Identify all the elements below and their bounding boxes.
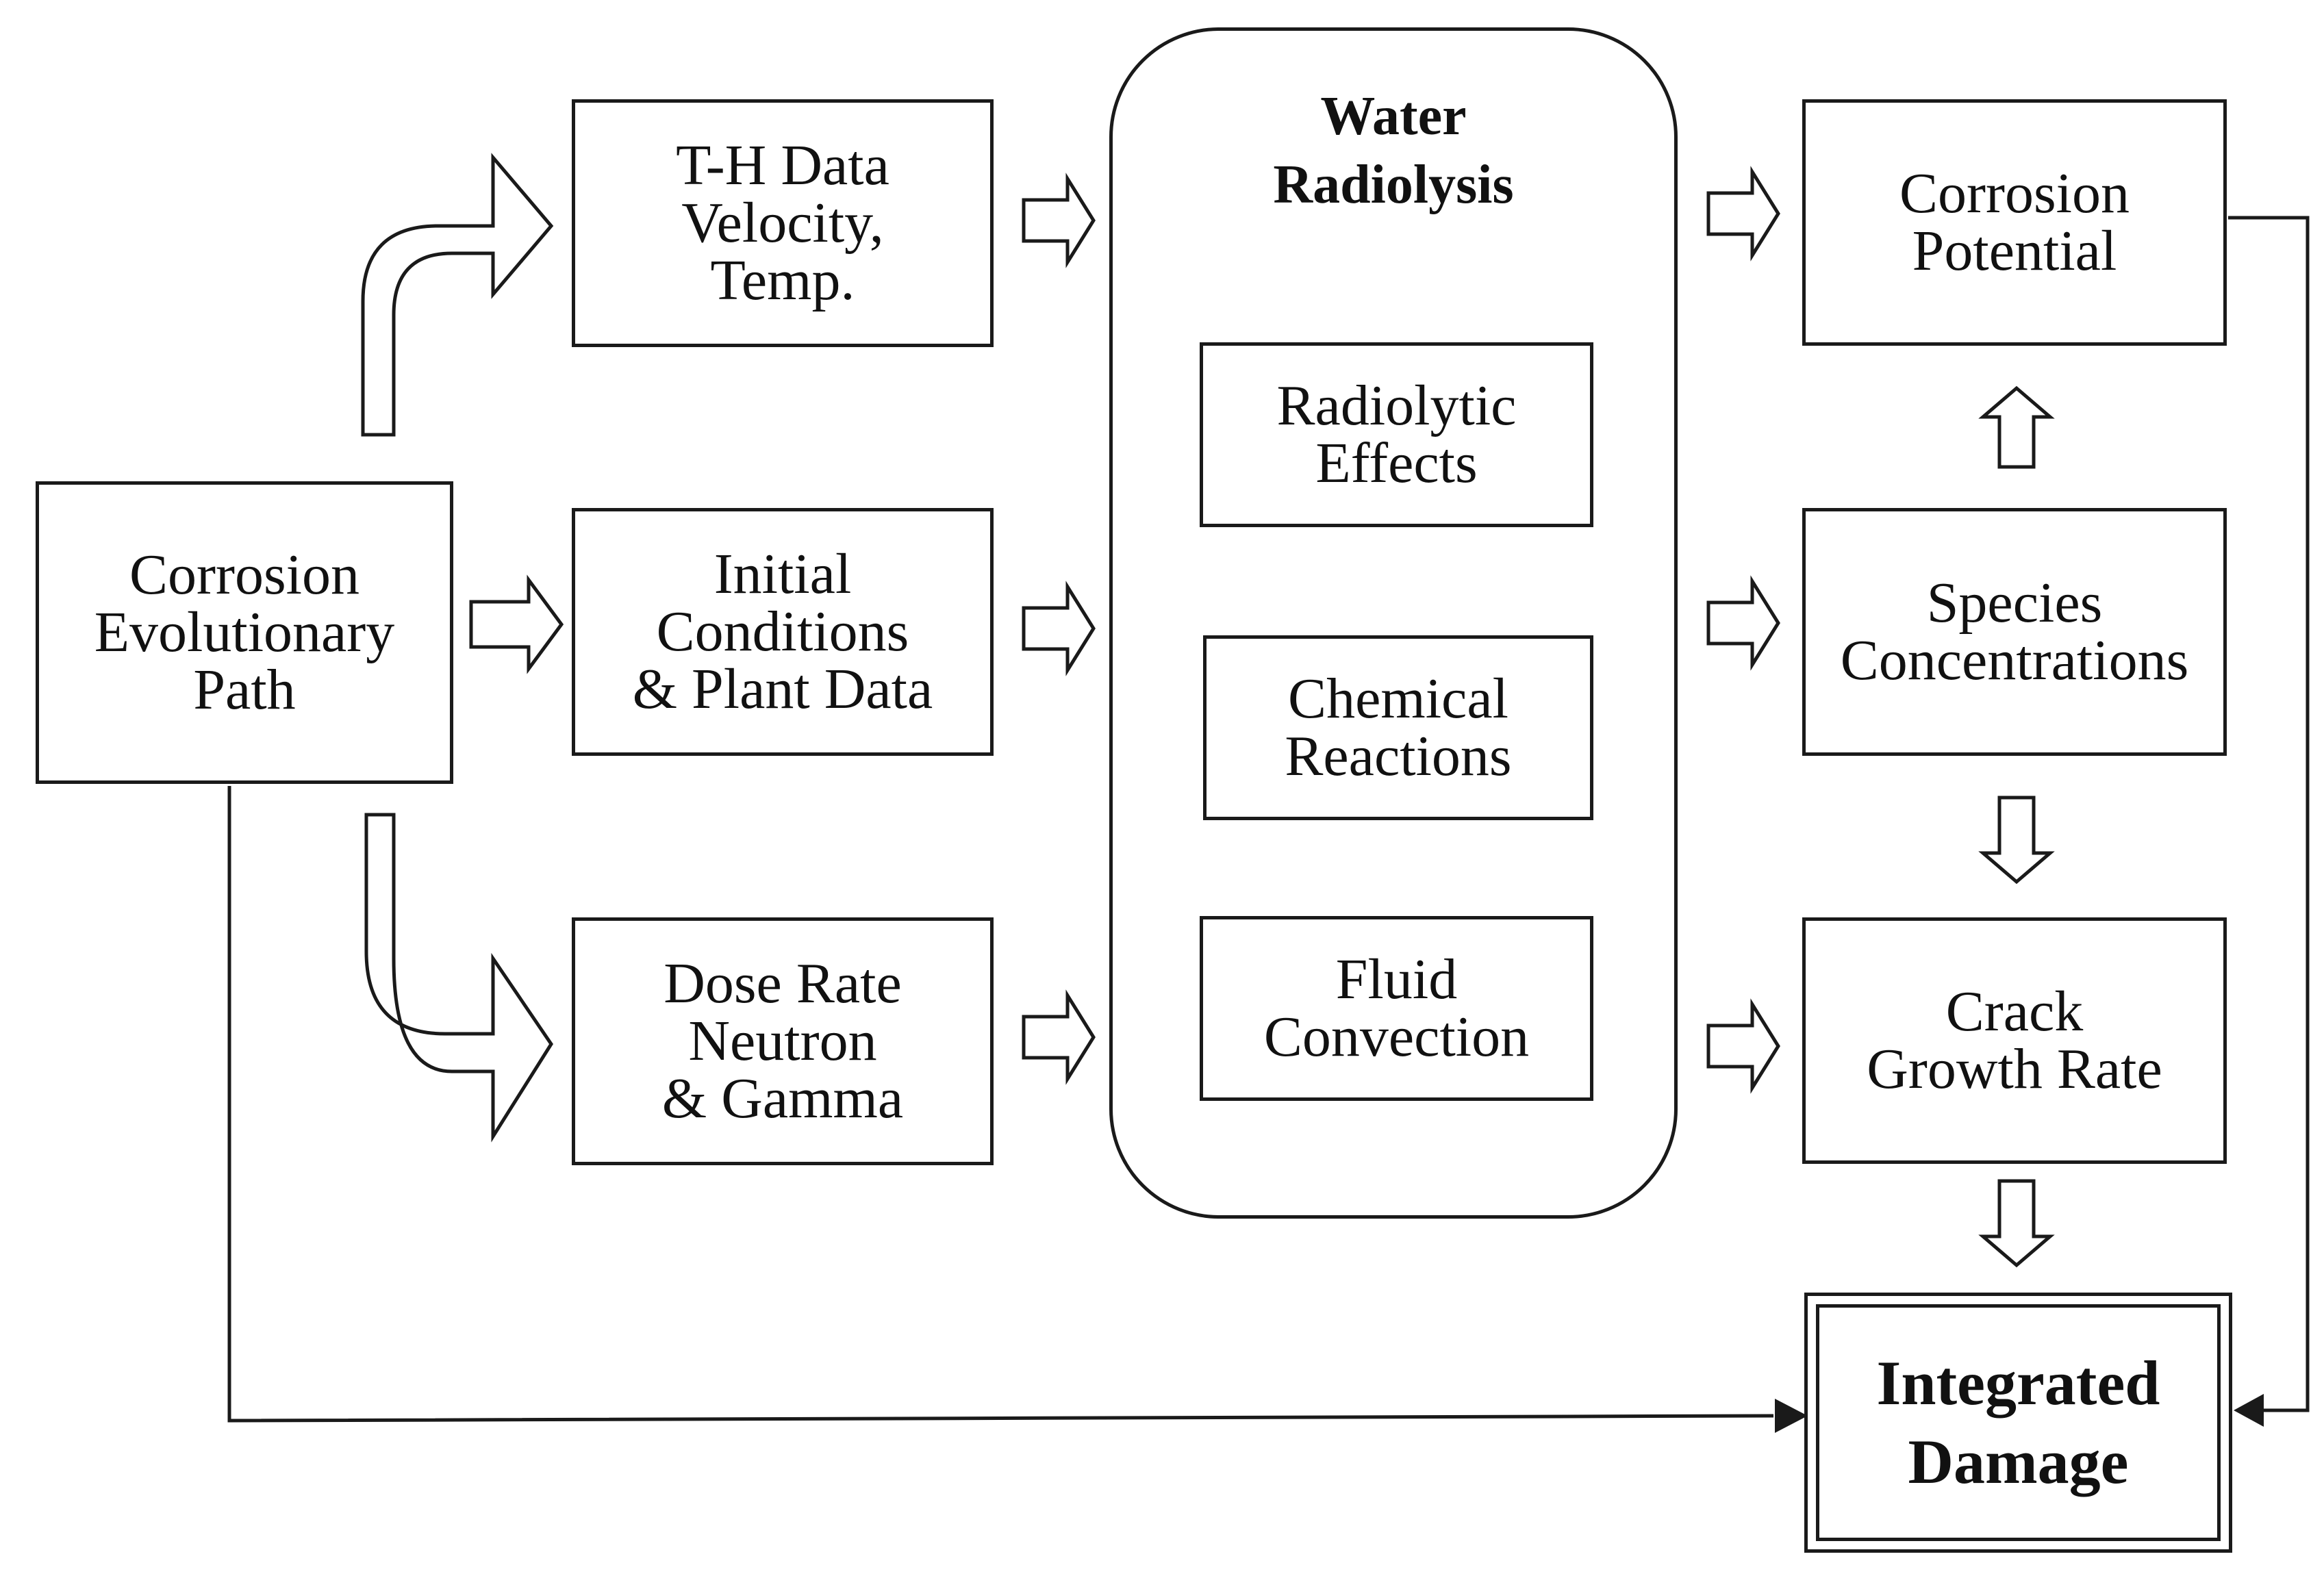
- arrow-water-radiolysis-to-corrosion-potential: [1706, 166, 1780, 262]
- curved-arrow-down-to-dose-rate: [364, 813, 553, 1143]
- fluid-convection-box: Fluid Convection: [1200, 916, 1593, 1101]
- corrosion-path-line-3: Path: [193, 658, 296, 722]
- species-concentrations-box: Species Concentrations: [1802, 508, 2227, 756]
- chemical-reactions-box: Chemical Reactions: [1203, 635, 1593, 820]
- integrated-damage-line-1: Integrated: [1876, 1348, 2160, 1418]
- th-data-line-2: Velocity,: [681, 191, 884, 255]
- th-data-box: T-H Data Velocity, Temp.: [572, 99, 994, 347]
- species-concentrations-line-2: Concentrations: [1840, 628, 2189, 692]
- fluid-convection-line-1: Fluid: [1335, 948, 1458, 1011]
- water-radiolysis-line-1: Water: [1320, 86, 1467, 147]
- integrated-damage-box: Integrated Damage: [1816, 1304, 2221, 1541]
- dose-rate-line-3: & Gamma: [661, 1067, 904, 1130]
- integrated-damage-line-2: Damage: [1908, 1427, 2129, 1497]
- crack-growth-rate-line-2: Growth Rate: [1867, 1037, 2162, 1101]
- initial-conditions-line-3: & Plant Data: [632, 657, 933, 721]
- crack-growth-rate-line-1: Crack: [1945, 980, 2084, 1043]
- arrow-initial-conditions-to-water-radiolysis: [1022, 581, 1096, 676]
- corrosion-potential-line-1: Corrosion: [1899, 162, 2130, 225]
- radiolytic-effects-box: Radiolytic Effects: [1200, 342, 1593, 527]
- integrated-damage-outer-border: [1804, 1293, 2232, 1553]
- chemical-reactions-line-1: Chemical: [1288, 667, 1508, 730]
- corrosion-path-line-2: Evolutionary: [94, 600, 395, 664]
- radiolytic-effects-line-1: Radiolytic: [1276, 374, 1517, 437]
- dose-rate-line-1: Dose Rate: [664, 952, 902, 1015]
- water-radiolysis-line-2: Radiolysis: [1273, 155, 1514, 215]
- corrosion-evolutionary-path-box: Corrosion Evolutionary Path: [36, 481, 453, 784]
- line-corrosion-path-to-integrated-damage: [227, 786, 1774, 1423]
- chemical-reactions-line-2: Reactions: [1285, 724, 1512, 788]
- water-radiolysis-title: Water Radiolysis: [1109, 82, 1678, 219]
- crack-growth-rate-box: Crack Growth Rate: [1802, 917, 2227, 1164]
- corrosion-potential-box: Corrosion Potential: [1802, 99, 2227, 346]
- arrow-corrosion-path-to-initial-conditions: [469, 574, 564, 674]
- arrow-water-radiolysis-to-species-concentrations: [1706, 575, 1780, 671]
- corrosion-path-line-1: Corrosion: [129, 543, 359, 607]
- arrow-crack-growth-rate-to-integrated-damage: [1978, 1179, 2055, 1268]
- corrosion-potential-line-2: Potential: [1912, 219, 2117, 283]
- curved-arrow-up-to-th-data: [361, 153, 554, 437]
- arrow-species-to-corrosion-potential: [1978, 385, 2055, 469]
- initial-conditions-line-2: Conditions: [656, 600, 909, 663]
- arrow-dose-rate-to-water-radiolysis: [1022, 989, 1096, 1085]
- arrowhead-into-integrated-damage-right: [2234, 1394, 2264, 1427]
- initial-conditions-line-1: Initial: [713, 542, 852, 606]
- radiolytic-effects-line-2: Effects: [1315, 431, 1478, 495]
- th-data-line-3: Temp.: [710, 249, 855, 312]
- arrowhead-into-integrated-damage-left: [1775, 1399, 1808, 1433]
- species-concentrations-line-1: Species: [1926, 571, 2103, 635]
- th-data-line-1: T-H Data: [676, 134, 889, 197]
- fluid-convection-line-2: Convection: [1263, 1005, 1530, 1069]
- initial-conditions-box: Initial Conditions & Plant Data: [572, 508, 994, 756]
- arrow-species-to-crack-growth-rate: [1978, 796, 2055, 885]
- dose-rate-box: Dose Rate Neutron & Gamma: [572, 917, 994, 1165]
- arrow-th-data-to-water-radiolysis: [1022, 173, 1096, 268]
- dose-rate-line-2: Neutron: [688, 1009, 877, 1073]
- line-corrosion-potential-to-integrated-damage: [2228, 216, 2310, 1412]
- arrow-water-radiolysis-to-crack-growth-rate: [1706, 998, 1780, 1094]
